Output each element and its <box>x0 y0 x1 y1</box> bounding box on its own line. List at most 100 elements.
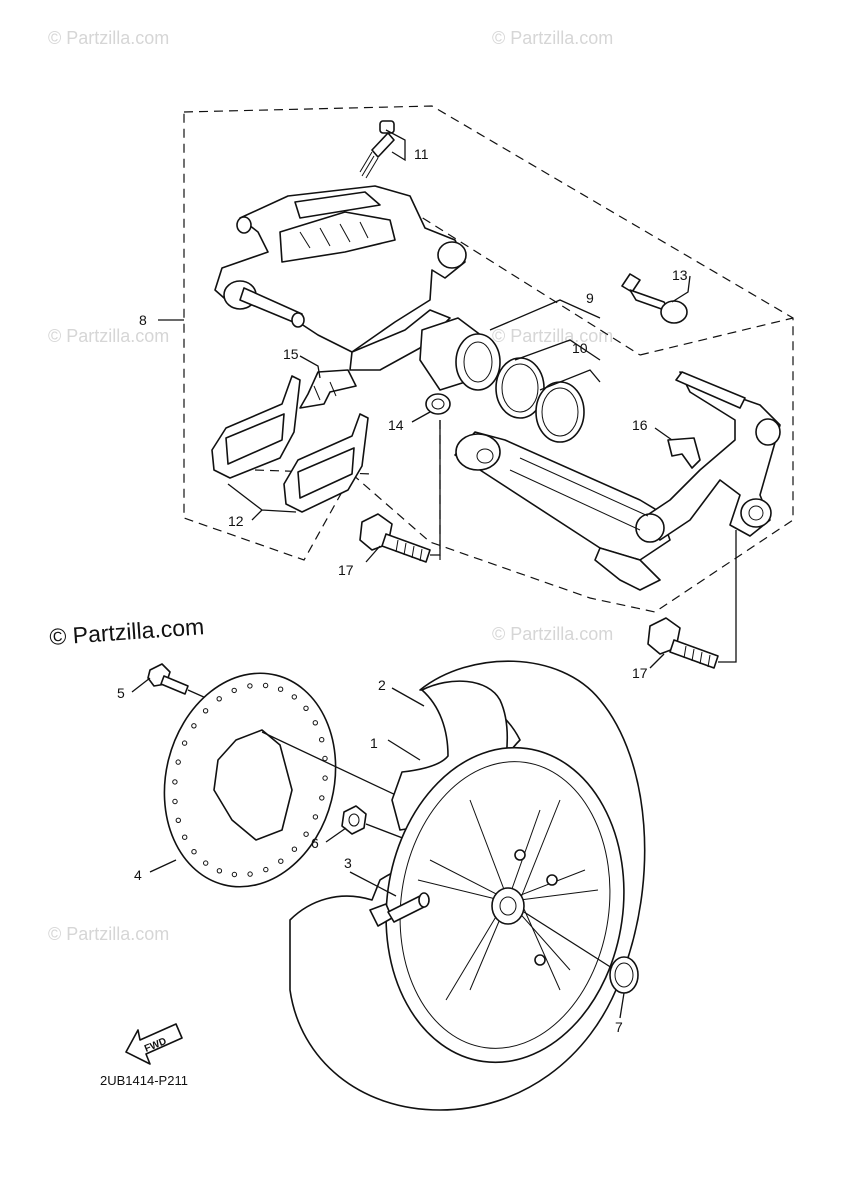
disc-hole <box>303 831 309 837</box>
callout-7: 7 <box>615 1019 623 1035</box>
leader-15 <box>299 355 321 379</box>
disc-hole <box>172 779 178 785</box>
leader-11 <box>385 129 406 162</box>
slide-pin-bolt <box>621 273 688 324</box>
disc-hole <box>291 694 297 700</box>
disc-hole <box>203 860 209 866</box>
leader-7 <box>619 992 625 1019</box>
leader-5 <box>131 677 151 693</box>
caliper-piston <box>419 317 501 391</box>
callout-3: 3 <box>344 855 352 871</box>
piston-seals <box>495 357 585 443</box>
disc-hole <box>322 755 328 762</box>
bleed-screw <box>359 120 395 179</box>
watermark-top-left: © Partzilla.com <box>48 28 169 48</box>
watermark-mid-left: © Partzilla.com <box>48 326 169 346</box>
disc-hole <box>216 868 223 874</box>
watermark-lower-right: © Partzilla.com <box>492 624 613 644</box>
callout-5: 5 <box>117 685 125 701</box>
disc-hole <box>303 705 309 711</box>
disc-hole <box>182 834 188 840</box>
disc-hole <box>175 759 181 765</box>
leader-1 <box>387 739 421 761</box>
watermark-bottom-left: © Partzilla.com <box>48 924 169 944</box>
leader-2 <box>391 687 425 707</box>
leader-3 <box>349 871 397 897</box>
diagram-code: 2UB1414-P211 <box>100 1073 188 1088</box>
wheel-collar <box>609 956 639 994</box>
caliper-assembly-outline <box>183 105 794 613</box>
pad-spring <box>299 369 357 409</box>
callout-13: 13 <box>672 267 688 283</box>
callout-9: 9 <box>586 290 594 306</box>
callout-17-upper: 17 <box>338 562 354 578</box>
axle-nut <box>341 805 367 835</box>
disc-hole <box>231 687 237 694</box>
disc-hole <box>191 849 197 855</box>
leader-17a <box>365 545 381 563</box>
disc-hole <box>172 798 178 805</box>
watermark-mid-right: © Partzilla.com <box>492 326 613 346</box>
callout-16: 16 <box>632 417 648 433</box>
leader-16 <box>654 427 673 441</box>
leader-4 <box>149 859 177 873</box>
disc-hole <box>291 846 298 852</box>
pin-boot <box>425 393 451 415</box>
brake-pads <box>211 375 369 513</box>
callout-4: 4 <box>134 867 142 883</box>
disc-hole <box>216 696 222 702</box>
tire-valve <box>369 892 430 927</box>
callout-2: 2 <box>378 677 386 693</box>
disc-bolt <box>147 663 189 695</box>
leader-17a-link <box>430 420 441 556</box>
leader-14 <box>411 411 431 423</box>
leader-13 <box>671 275 691 303</box>
watermark-top-right: © Partzilla.com <box>492 28 613 48</box>
leader-17b-link <box>718 530 737 663</box>
disc-hole <box>277 686 284 692</box>
callout-12: 12 <box>228 513 244 529</box>
leader-7-link <box>523 911 613 969</box>
disc-hole <box>202 708 209 714</box>
fwd-arrow-icon: FWD <box>125 1023 183 1065</box>
mounting-bolt-lower <box>647 617 719 669</box>
disc-holes <box>172 682 328 878</box>
brake-disc <box>163 672 337 888</box>
callout-15: 15 <box>283 346 299 362</box>
disc-hole <box>247 683 253 689</box>
mounting-bolt-upper <box>359 513 431 563</box>
disc-hole <box>312 814 319 820</box>
disc-hole <box>319 795 325 801</box>
leader-9-10 <box>489 299 601 391</box>
caliper-bracket <box>454 371 781 591</box>
disc-hole <box>319 737 325 743</box>
disc-hole <box>247 871 253 877</box>
leader-6 <box>325 827 347 843</box>
caliper-body <box>214 185 467 371</box>
callout-17-lower: 17 <box>632 665 648 681</box>
caliper-sub-outline <box>254 209 794 560</box>
callout-labels: 11 8 13 9 10 15 14 16 12 17 17 5 2 1 6 3… <box>117 146 688 1035</box>
wheel-rim <box>385 746 625 1064</box>
callout-11: 11 <box>414 146 429 162</box>
disc-hole <box>181 740 188 746</box>
callout-10: 10 <box>572 340 588 356</box>
disc-hole <box>191 723 197 729</box>
callout-8: 8 <box>139 312 147 328</box>
disc-hole <box>231 871 238 878</box>
disc-hole <box>175 817 182 823</box>
disc-hole <box>263 866 269 873</box>
disc-hole <box>312 720 318 726</box>
leader-12 <box>227 483 297 521</box>
disc-hole <box>262 682 269 689</box>
callout-1: 1 <box>370 735 378 751</box>
leader-17b <box>649 653 665 669</box>
watermark-large: © Partzilla.com <box>49 613 205 650</box>
disc-hole <box>278 858 284 864</box>
disc-hole <box>322 775 328 781</box>
callout-6: 6 <box>311 835 319 851</box>
callout-14: 14 <box>388 417 404 433</box>
bracket-clip <box>667 437 701 469</box>
